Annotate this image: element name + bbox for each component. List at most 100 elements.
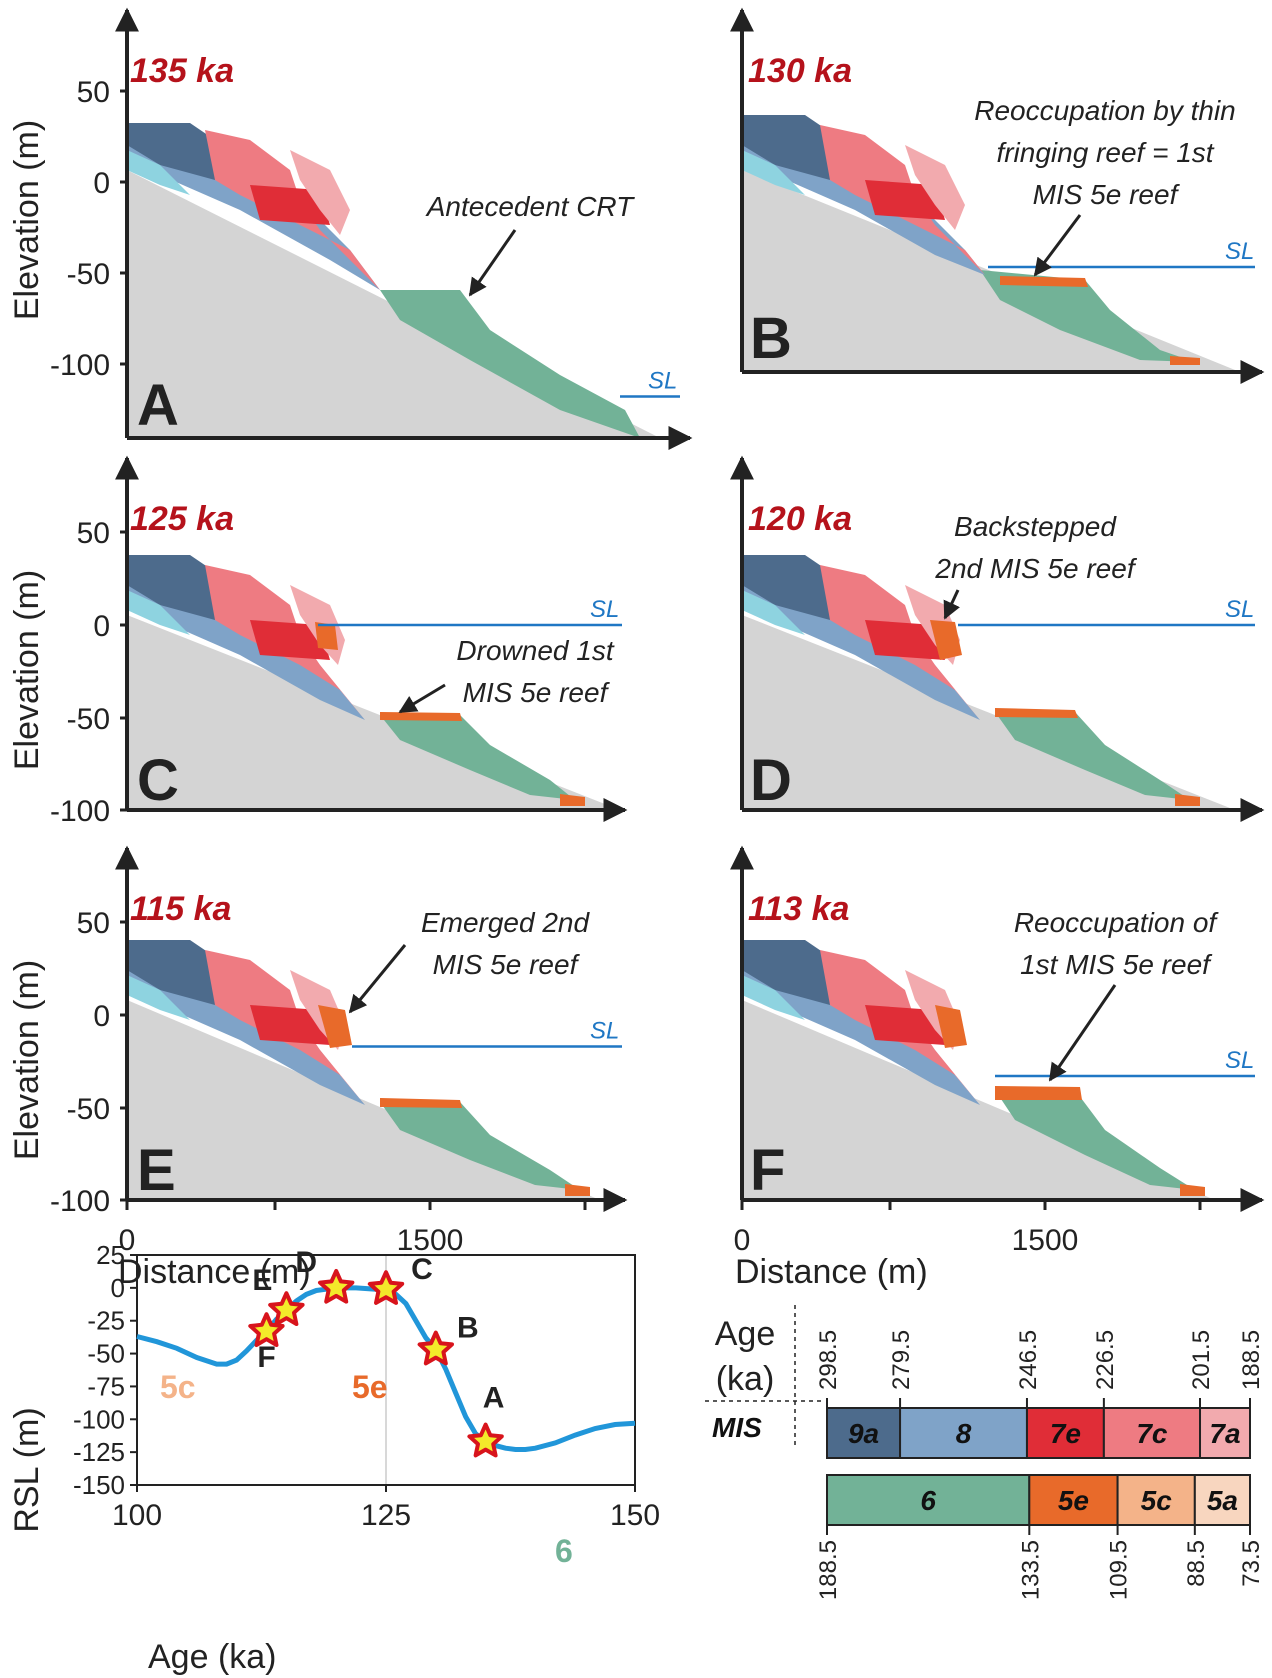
panel-a: 50 0 -50 -100 Elevation (m) 135 ka A SL … [8,7,693,450]
mis-stage-8-label: 8 [956,1418,972,1449]
annotation-line-2: fringing reef = 1st [996,137,1214,168]
rsl-y-tick-label: -125 [73,1437,125,1467]
rsl-y-tick-label: -150 [73,1470,125,1500]
panel-b: 130 ka B SL Reoccupation by thin fringin… [730,7,1265,384]
stage-label-6: 6 [555,1533,573,1569]
rsl-y-tick-label: 0 [111,1273,125,1303]
annotation-arrow [943,589,960,620]
mis-bottom-tick-label: 88.5 [1183,1540,1210,1587]
panel-d: 120 ka D SL Backstepped 2nd MIS 5e reef [730,455,1265,822]
profile-layers [127,940,600,1200]
annotation-line-1: Reoccupation of [1014,907,1220,938]
panel-age: 115 ka [130,890,231,928]
annotation-arrow [468,229,517,297]
panel-letter: B [750,306,792,371]
mis-top-tick-label: 246.5 [1015,1330,1042,1390]
x-axis-label: Distance (m) [735,1253,928,1291]
annotation-line-1: Reoccupation by thin [974,95,1236,126]
mis-bottom-tick-label: 109.5 [1106,1540,1133,1600]
panel-letter: C [137,748,179,813]
rsl-point-star-c [367,1270,405,1305]
mis-stage-7c-box [1102,1407,1202,1459]
rsl-y-ticks: 250-25-50-75-100-125-150 [73,1240,137,1500]
sea-level-label: SL [648,367,677,394]
y-tick-0: 0 [93,167,110,200]
rsl-x-tick-label: 150 [610,1499,660,1532]
panel-letter: E [137,1138,176,1203]
panel-age: 135 ka [130,52,234,90]
profile-layers [127,123,660,438]
annotation-line-1: Emerged 2nd [421,907,591,938]
y-axis-label: Elevation (m) [8,570,46,770]
mis-stage-5a-box [1193,1474,1251,1526]
x-tick-1500: 1500 [397,1224,464,1257]
x-tick-0: 0 [119,1224,136,1257]
rsl-point-star-b [417,1330,454,1366]
rsl-x-axis-label: Age (ka) [148,1638,277,1676]
profile-layers [742,555,1235,810]
profile-layers [127,555,620,810]
x-tick-1500: 1500 [1012,1224,1079,1257]
mis-top-tick-label: 226.5 [1092,1330,1119,1390]
rsl-point-star-e [268,1291,305,1326]
panel-age: 125 ka [130,500,234,538]
mis-top-tick-label: 201.5 [1188,1330,1215,1390]
rsl-y-axis-label: RSL (m) [8,1407,46,1532]
mis-stage-7e-label: 7e [1050,1418,1081,1449]
rsl-y-tick-label: -75 [87,1371,125,1401]
rsl-point-label-a: A [483,1382,505,1415]
mis-bottom-tick-label: 73.5 [1238,1540,1265,1587]
axes [730,7,1265,384]
mis-stage-9a-label: 9a [848,1418,879,1449]
mis-stage-5a-label: 5a [1207,1485,1238,1516]
panel-age: 130 ka [748,52,852,90]
mis-stage-7c-label: 7c [1136,1418,1168,1449]
y-tick-0: 0 [93,1000,110,1033]
annotation-line-1: Backstepped [954,511,1117,542]
profile-layers [742,115,1240,372]
y-tick-minus100: -100 [50,1185,110,1218]
axes [730,455,1265,822]
mis-age-label-line-1: Age [715,1315,776,1353]
mis-top-tick-label: 298.5 [815,1330,842,1390]
annotation: Antecedent CRT [425,191,635,222]
mis-bottom-tick-label: 133.5 [1017,1540,1044,1600]
mis-age-label-line-2: (ka) [716,1360,775,1398]
annotation-line-2: 2nd MIS 5e reef [934,553,1137,584]
y-tick-minus50: -50 [67,703,110,736]
rsl-point-label-c: C [411,1253,433,1286]
sea-level-label: SL [590,1017,619,1044]
mis-stage-8-box [899,1407,1028,1459]
y-tick-50: 50 [77,76,110,109]
annotation-line-1: Drowned 1st [456,635,614,666]
y-tick-50: 50 [77,907,110,940]
mis-stage-7e-box [1025,1407,1105,1459]
rsl-y-tick-label: -50 [87,1339,125,1369]
rsl-y-tick-label: 25 [96,1240,125,1270]
rsl-x-tick-label: 125 [361,1499,411,1532]
panel-age: 113 ka [748,890,849,928]
panel-letter: D [750,748,792,813]
rsl-y-tick-label: -100 [73,1404,125,1434]
annotation-line-2: 1st MIS 5e reef [1020,949,1213,980]
annotation-line-3: MIS 5e reef [1033,179,1181,210]
stage-label-5c: 5c [160,1369,196,1405]
sea-level-label: SL [1225,238,1254,265]
mis-top-tick-label: 279.5 [888,1330,915,1390]
y-tick-0: 0 [93,610,110,643]
mis-stage-6-label: 6 [920,1485,936,1516]
axes [115,455,628,822]
y-tick-minus50: -50 [67,258,110,291]
y-tick-minus100: -100 [50,795,110,828]
y-axis-label: Elevation (m) [8,120,46,320]
rsl-point-star-f [248,1312,285,1347]
mis-stage-5c-label: 5c [1141,1485,1173,1516]
rsl-point-star-d [318,1268,355,1304]
